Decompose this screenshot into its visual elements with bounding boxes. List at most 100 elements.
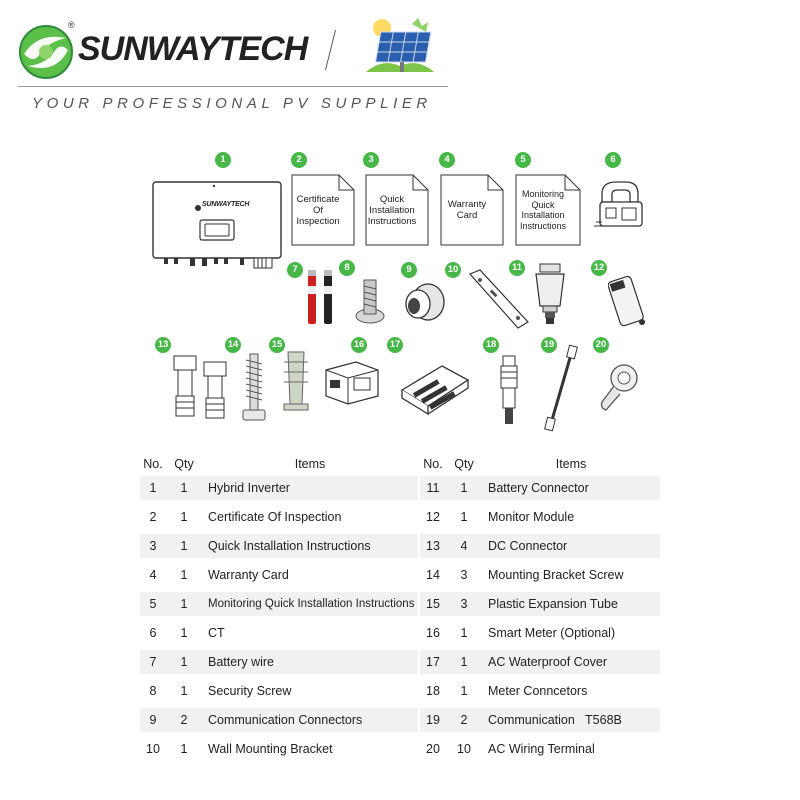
cell-item: AC Waterproof Cover <box>482 650 660 674</box>
badge-14: 14 <box>225 337 241 353</box>
badge-12: 12 <box>591 260 607 276</box>
header-divider <box>325 30 336 70</box>
brand-name: SUNWAYTECH <box>78 30 308 68</box>
badge-1: 1 <box>215 152 231 168</box>
cell-no: 15 <box>420 592 446 616</box>
cell-no: 12 <box>426 510 440 524</box>
meter-connector-illustration <box>494 354 524 433</box>
cell-qty: 1 <box>460 684 468 698</box>
battery-wire-illustration <box>302 266 342 333</box>
cell-item: Mounting Bracket Screw <box>488 568 624 582</box>
cell-qty: 4 <box>446 534 482 558</box>
doc3-line2: Installation <box>369 204 415 216</box>
table-row: 11 1 Battery Connector <box>420 476 660 500</box>
table-row: 19 2 Communication T568B <box>420 708 660 732</box>
table-row: 12 1 Monitor Module <box>420 505 660 529</box>
bracket-screw-illustration <box>240 352 268 431</box>
doc5-line2: Quick <box>531 199 555 210</box>
cell-item: Wall Mounting Bracket <box>208 742 333 756</box>
table-header-row: No. Qty Items <box>420 457 660 471</box>
cell-no: 7 <box>140 650 166 674</box>
doc5-line3: Installation <box>521 210 565 220</box>
tagline: YOUR PROFESSIONAL PV SUPPLIER <box>32 95 432 112</box>
expansion-tube-illustration <box>278 348 314 419</box>
cell-no: 19 <box>420 708 446 732</box>
cell-qty: 1 <box>166 650 202 674</box>
cell-qty: 2 <box>166 708 202 732</box>
cell-no: 6 <box>149 626 157 640</box>
badge-8: 8 <box>339 260 355 276</box>
badge-20: 20 <box>593 337 609 353</box>
table-row: 14 3 Mounting Bracket Screw <box>420 563 660 587</box>
cell-qty: 1 <box>460 626 468 640</box>
cell-item: Quick Installation Instructions <box>202 534 418 558</box>
cell-no: 10 <box>146 742 160 756</box>
registered-mark: ® <box>68 20 75 30</box>
cell-no: 4 <box>149 568 157 582</box>
doc3-line3: Instructions <box>367 215 417 227</box>
wall-bracket-illustration <box>466 268 532 339</box>
cell-qty: 3 <box>460 568 468 582</box>
cell-qty: 1 <box>446 650 482 674</box>
badge-4: 4 <box>439 152 455 168</box>
cell-no: 13 <box>420 534 446 558</box>
cell-item: AC Wiring Terminal <box>488 742 595 756</box>
table-row: 16 1 Smart Meter (Optional) <box>420 621 660 645</box>
badge-6: 6 <box>605 152 621 168</box>
header-items: Items <box>294 457 326 471</box>
ct-clamp-illustration <box>592 176 652 245</box>
table-row: 15 3 Plastic Expansion Tube <box>420 592 660 616</box>
dc-connector-illustration <box>170 352 232 431</box>
cell-item: DC Connector <box>482 534 660 558</box>
communication-cable-illustration <box>540 344 584 439</box>
monitor-module-illustration <box>607 272 660 341</box>
table-row: 2 1 Certificate Of Inspection <box>140 505 418 529</box>
cell-no: 14 <box>426 568 440 582</box>
badge-19: 19 <box>541 337 557 353</box>
battery-connector-illustration <box>530 262 570 339</box>
cell-qty: 1 <box>180 568 188 582</box>
cell-no: 2 <box>149 510 157 524</box>
cell-no: 16 <box>426 626 440 640</box>
cell-qty: 3 <box>446 592 482 616</box>
cell-no: 8 <box>149 684 157 698</box>
ring-terminal-illustration <box>596 362 644 419</box>
cell-item: Monitor Module <box>488 510 575 524</box>
smart-meter-illustration <box>322 356 382 411</box>
badge-3: 3 <box>363 152 379 168</box>
cell-item: CT <box>208 626 225 640</box>
cell-no: 5 <box>140 592 166 616</box>
table-row: 13 4 DC Connector <box>420 534 660 558</box>
cell-qty: 1 <box>166 476 202 500</box>
header-qty: Qty <box>174 457 194 471</box>
table-row: 7 1 Battery wire <box>140 650 418 674</box>
badge-2: 2 <box>291 152 307 168</box>
cell-qty: 2 <box>446 708 482 732</box>
cell-qty: 10 <box>457 742 471 756</box>
cell-item: Monitoring Quick Installation Instructio… <box>202 592 418 616</box>
table-row: 18 1 Meter Conncetors <box>420 679 660 703</box>
badge-10: 10 <box>445 262 461 278</box>
cell-item: Communication T568B <box>482 708 660 732</box>
badge-17: 17 <box>387 337 403 353</box>
cell-item: Plastic Expansion Tube <box>482 592 660 616</box>
header-rule <box>18 86 448 87</box>
doc5-line1: Monitoring <box>521 189 565 199</box>
doc4-line1: Warranty <box>447 199 487 210</box>
items-table-right: No. Qty Items 11 1 Battery Connector 12 … <box>420 452 660 766</box>
badge-5: 5 <box>515 152 531 168</box>
table-header-row: No. Qty Items <box>140 457 418 471</box>
cell-no: 11 <box>420 476 446 500</box>
cell-item: Security Screw <box>208 684 292 698</box>
table-row: 10 1 Wall Mounting Bracket <box>140 737 418 761</box>
badge-11: 11 <box>509 260 525 276</box>
badge-15: 15 <box>269 337 285 353</box>
cell-qty: 1 <box>180 742 188 756</box>
doc2-line2: Of Inspection <box>296 204 340 227</box>
security-screw-illustration <box>352 276 388 331</box>
table-row: 17 1 AC Waterproof Cover <box>420 650 660 674</box>
cell-item: Certificate Of Inspection <box>208 510 342 524</box>
cell-item: Warranty Card <box>208 568 289 582</box>
quick-installation-document: Quick Installation Instructions <box>365 174 429 246</box>
ac-waterproof-cover-illustration <box>398 360 472 421</box>
